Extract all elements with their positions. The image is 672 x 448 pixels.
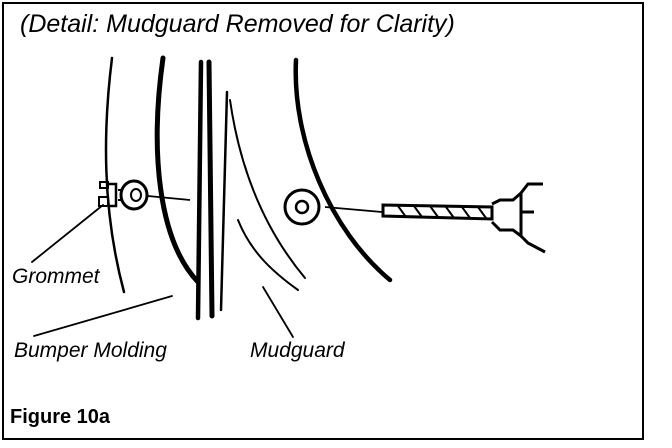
figure-title: (Detail: Mudguard Removed for Clarity)	[20, 10, 455, 38]
grommet-label: Grommet	[12, 265, 100, 288]
bumper-molding-outer-edge	[154, 55, 201, 285]
drill-bit-icon	[324, 182, 546, 254]
bumper-molding-leader	[33, 295, 173, 337]
bumper-molding-strip-left	[195, 59, 204, 321]
mudguard-leader	[262, 286, 294, 338]
grommet-leader	[31, 204, 104, 263]
inner-guard-line	[237, 219, 299, 291]
wheel-arch-curve	[293, 57, 393, 283]
bumper-molding-strip-right	[206, 59, 215, 319]
bumper-molding-label: Bumper Molding	[14, 339, 167, 362]
mudguard-label: Mudguard	[250, 339, 345, 362]
mounting-hole-icon	[283, 188, 321, 226]
mudguard-flange-line	[219, 90, 229, 312]
figure-caption: Figure 10a	[10, 406, 111, 428]
body-contour-line	[104, 56, 126, 294]
mudguard-flange-line-inner	[229, 99, 306, 279]
grommet-icon	[98, 179, 191, 211]
